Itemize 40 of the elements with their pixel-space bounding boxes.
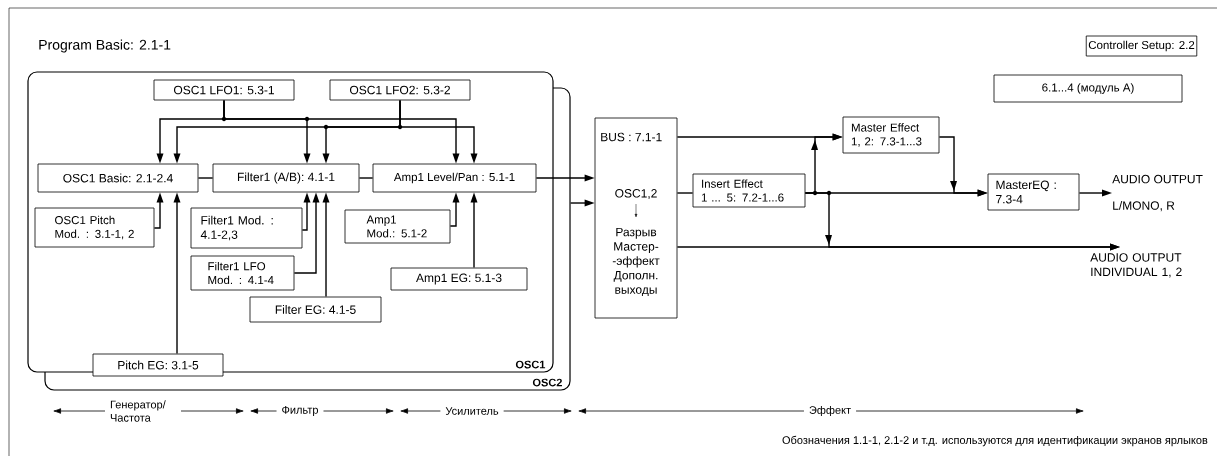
arrow [293, 192, 320, 274]
arrow [399, 99, 478, 164]
module-box: Amp1 Level/Pan : 5.1-1 [372, 163, 537, 193]
arrow [322, 192, 330, 298]
section-label: Усилитель [440, 406, 504, 416]
module-box: Filter1 (A/B): 4.1-1 [212, 163, 360, 193]
module-box: OSC1 LFO2: 5.3-2 [329, 79, 471, 101]
output-label: AUDIO OUTPUT INDIVIDUAL 1, 2 [1090, 253, 1182, 278]
arrow [676, 243, 1120, 251]
arrow [569, 199, 595, 207]
module-box: Filter1 LFO Mod. : 4.1-4 [190, 255, 295, 291]
arrow [1078, 189, 1112, 197]
output-label: AUDIO OUTPUT L/MONO, R [1112, 174, 1203, 212]
arrow [470, 192, 478, 269]
module-box: Pitch EG: 3.1-5 [92, 353, 224, 377]
arrow [173, 192, 181, 355]
arrow [938, 136, 988, 197]
bus-box: BUS : 7.1-1 OSC1,2 Разрыв Мастер- -эффект Дополн. выходы [594, 117, 678, 319]
reference-box: 6.1...4 (модуль A) [993, 74, 1183, 103]
arrow [153, 192, 164, 229]
title: Program Basic: 2.1-1 [39, 39, 171, 53]
arrow [223, 99, 460, 164]
module-box: Amp1 EG: 5.1-3 [390, 267, 528, 291]
arrow [449, 192, 460, 227]
effect-box: MasterEQ : 7.3-4 [987, 173, 1080, 211]
section-label: Фильтр [276, 405, 324, 417]
effect-box: Insert Effect 1 ... 5: 7.2-1...6 [692, 173, 806, 208]
footnote: Обозначения 1.1-1, 2.1-2 и т.д. используются для идентификации экранов ярлыков [782, 435, 1208, 447]
arrow [301, 192, 311, 231]
arrow [535, 174, 595, 182]
module-box: Filter EG: 4.1-5 [249, 296, 382, 323]
reference-box: Controller Setup: 2.2 [1085, 35, 1198, 57]
module-box: OSC1 LFO1: 5.3-1 [153, 79, 295, 101]
module-box: Amp1 Mod.: 5.1-2 [344, 209, 451, 244]
section-label: Генератор/ Частота [105, 399, 181, 423]
section-label: Эффект [803, 404, 857, 418]
module-box: OSC1 Basic: 2.1-2.4 [37, 163, 199, 193]
effect-box: Master Effect 1, 2: 7.3-1...3 [842, 116, 940, 154]
module-box: Filter1 Mod. : 4.1-2,3 [190, 207, 303, 249]
module-box: OSC1 Pitch Mod. : 3.1-1, 2 [34, 207, 155, 248]
